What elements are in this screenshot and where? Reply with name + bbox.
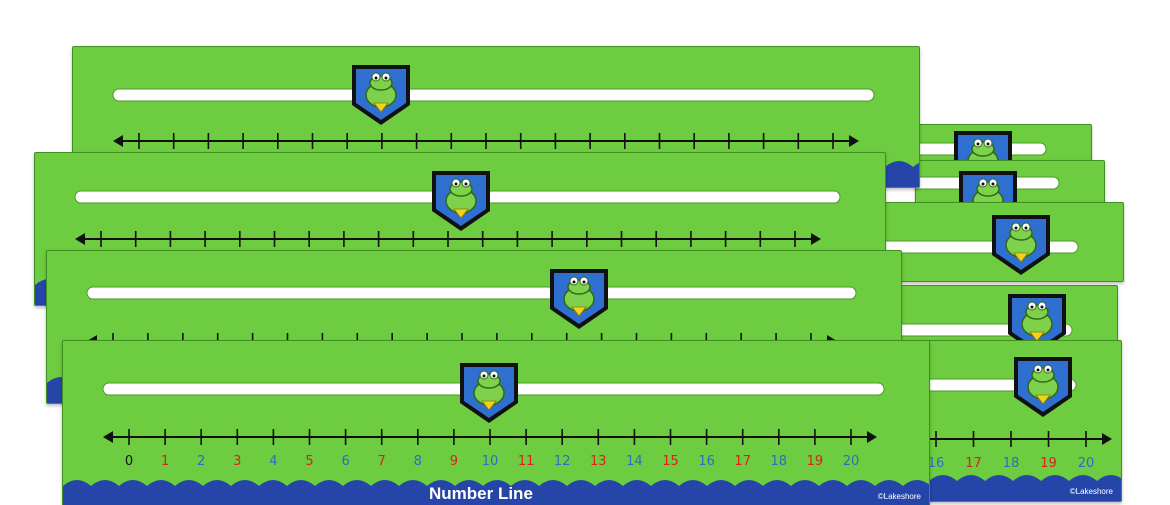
right-arrow-icon [1102,433,1112,445]
right-arrow-icon [811,233,821,245]
frog-pupil [492,374,496,378]
tick-label: 3 [233,454,241,469]
frog-pupil [976,142,980,146]
frog-pupil [991,182,995,186]
frog-pupil [1024,226,1028,230]
tick-label: 19 [807,454,824,469]
pointer-arrow-icon [571,306,587,317]
tick-label: 16 [928,456,945,471]
brand-copyright: ©Lakeshore [1069,487,1113,496]
frog-pupil [1014,226,1018,230]
tick-label: 16 [698,454,715,469]
right-arrow-icon [867,431,877,443]
tick-label: 20 [843,454,860,469]
frog-pupil [384,76,388,80]
left-arrow-icon [75,233,85,245]
tick-label: 7 [378,454,386,469]
left-arrow-icon [103,431,113,443]
tick-label: 19 [1040,456,1057,471]
tick-label: 11 [518,454,535,469]
frog-pupil [374,76,378,80]
frog-slider-marker [432,171,490,231]
tick-label: 14 [626,454,643,469]
tick-label: 9 [450,454,458,469]
tick-label: 0 [125,454,133,469]
frog-pupil [582,280,586,284]
frog-pupil [464,182,468,186]
tick-label: 17 [965,456,982,471]
board-art: 16 17 18 19 20 [901,357,1121,501]
pointer-arrow-icon [373,102,389,113]
tick-label: 15 [662,454,679,469]
frog-slider-marker [352,65,410,125]
frog-slider-marker [460,363,518,423]
frog-pupil [482,374,486,378]
board-art [881,215,1079,275]
tick-label: 13 [590,454,607,469]
tick-label: 12 [554,454,571,469]
frog-pupil [1030,305,1034,309]
tick-label: 8 [414,454,422,469]
right-arrow-icon [849,135,859,147]
frog-pupil [1046,368,1050,372]
pointer-arrow-icon [453,208,469,219]
tick-label: 5 [305,454,313,469]
product-title: Number Line [429,484,533,503]
tick-label: 1 [161,454,169,469]
wave-band [63,480,929,505]
pointer-arrow-icon [1035,394,1051,405]
frog-slider-marker [992,215,1050,275]
frog-pupil [1036,368,1040,372]
board-art [897,294,1073,354]
tick-label: 18 [771,454,788,469]
tick-label: 17 [734,454,751,469]
pointer-arrow-icon [1013,252,1029,263]
number-line-board [880,202,1124,282]
tick-label: 2 [197,454,205,469]
tick-label: 20 [1078,456,1095,471]
frog-slider-marker [1008,294,1066,354]
pointer-arrow-icon [481,400,497,411]
frog-pupil [981,182,985,186]
pointer-arrow-icon [1029,331,1045,342]
frog-pupil [572,280,576,284]
wave-band [901,475,1121,501]
number-line-board: 16 17 18 19 20 ©Lakeshore [900,340,1122,502]
frog-pupil [454,182,458,186]
frog-pupil [1040,305,1044,309]
frog-slider-marker [1014,357,1072,417]
frog-pupil [986,142,990,146]
tick-label: 10 [482,454,499,469]
slider-slot [112,88,875,102]
left-arrow-icon [113,135,123,147]
tick-label: 6 [341,454,349,469]
brand-copyright: ©Lakeshore [877,492,921,501]
frog-slider-marker [550,269,608,329]
tick-label: 4 [269,454,277,469]
tick-label: 18 [1003,456,1020,471]
slider-slot [86,286,857,300]
